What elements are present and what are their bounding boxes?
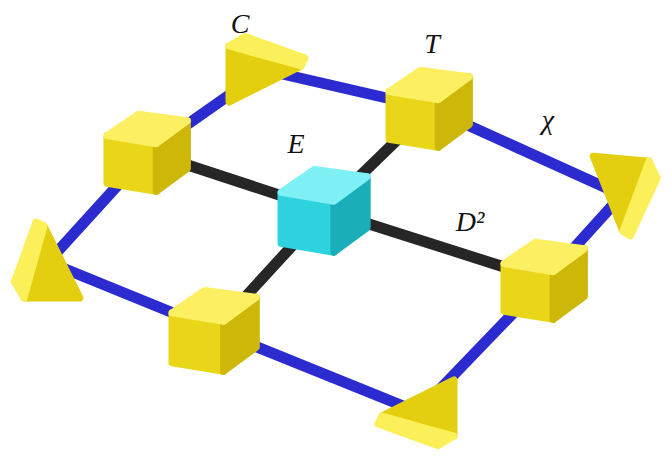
cube-top: [172, 290, 256, 321]
edge-tensor: [504, 242, 584, 319]
corner-tensor: [229, 36, 305, 102]
edge-tensor: [107, 114, 187, 191]
corner-tensor: [587, 156, 659, 237]
bonds: [48, 70, 622, 412]
corner-label: C: [231, 10, 250, 38]
corner-top: [14, 222, 44, 298]
edge-tensor: [172, 290, 256, 371]
bond-dim-label: D²: [456, 208, 485, 236]
corner-top: [229, 36, 305, 66]
edge-tensor: [389, 70, 469, 147]
corner-top: [378, 416, 454, 446]
site-tensor: [281, 170, 367, 253]
edge-label: T: [424, 30, 440, 58]
cube-top: [504, 242, 584, 271]
tensor-label: E: [287, 130, 304, 158]
bond-dim-label: χ: [542, 106, 554, 134]
corner-top: [622, 159, 658, 237]
cube-top: [281, 170, 367, 202]
cube-top: [389, 70, 469, 100]
tensors: [14, 36, 658, 445]
corner-tensor: [14, 222, 80, 298]
cube-top: [107, 114, 187, 144]
corner-tensor: [378, 380, 454, 446]
